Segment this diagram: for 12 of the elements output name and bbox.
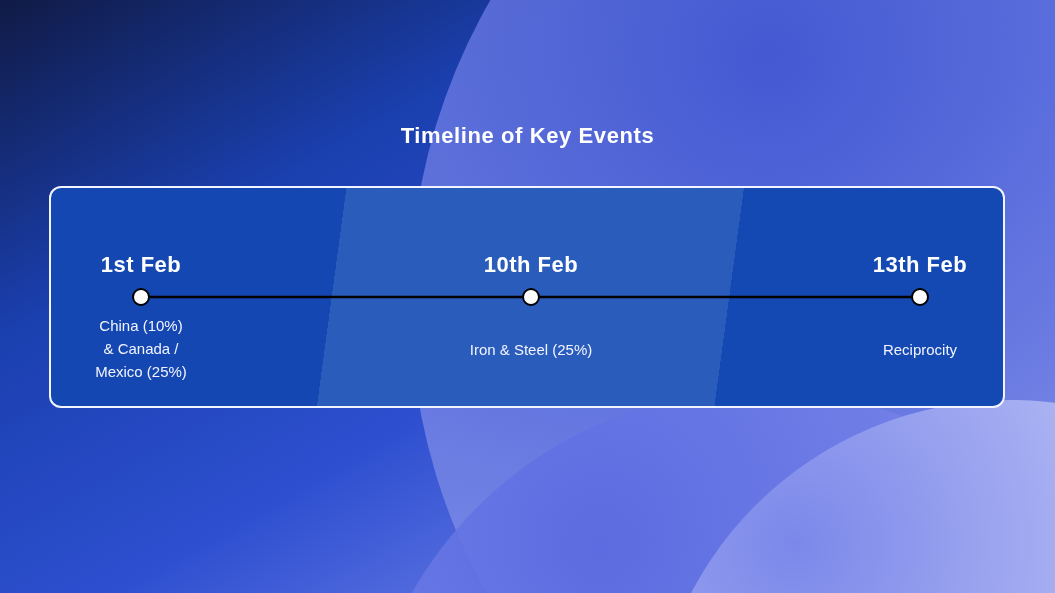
timeline-dot: [132, 288, 150, 306]
timeline-dot: [522, 288, 540, 306]
timeline-dot: [911, 288, 929, 306]
diagram-title: Timeline of Key Events: [399, 122, 656, 150]
date-label: 10th Feb: [483, 251, 579, 279]
event-description: Reciprocity: [881, 339, 959, 360]
timeline-line: [540, 295, 911, 299]
date-label: 1st Feb: [100, 251, 182, 279]
date-label: 13th Feb: [872, 251, 968, 279]
timeline-line: [150, 295, 522, 299]
event-description: Iron & Steel (25%): [468, 339, 594, 360]
event-description: China (10%) & Canada / Mexico (25%): [94, 315, 188, 382]
